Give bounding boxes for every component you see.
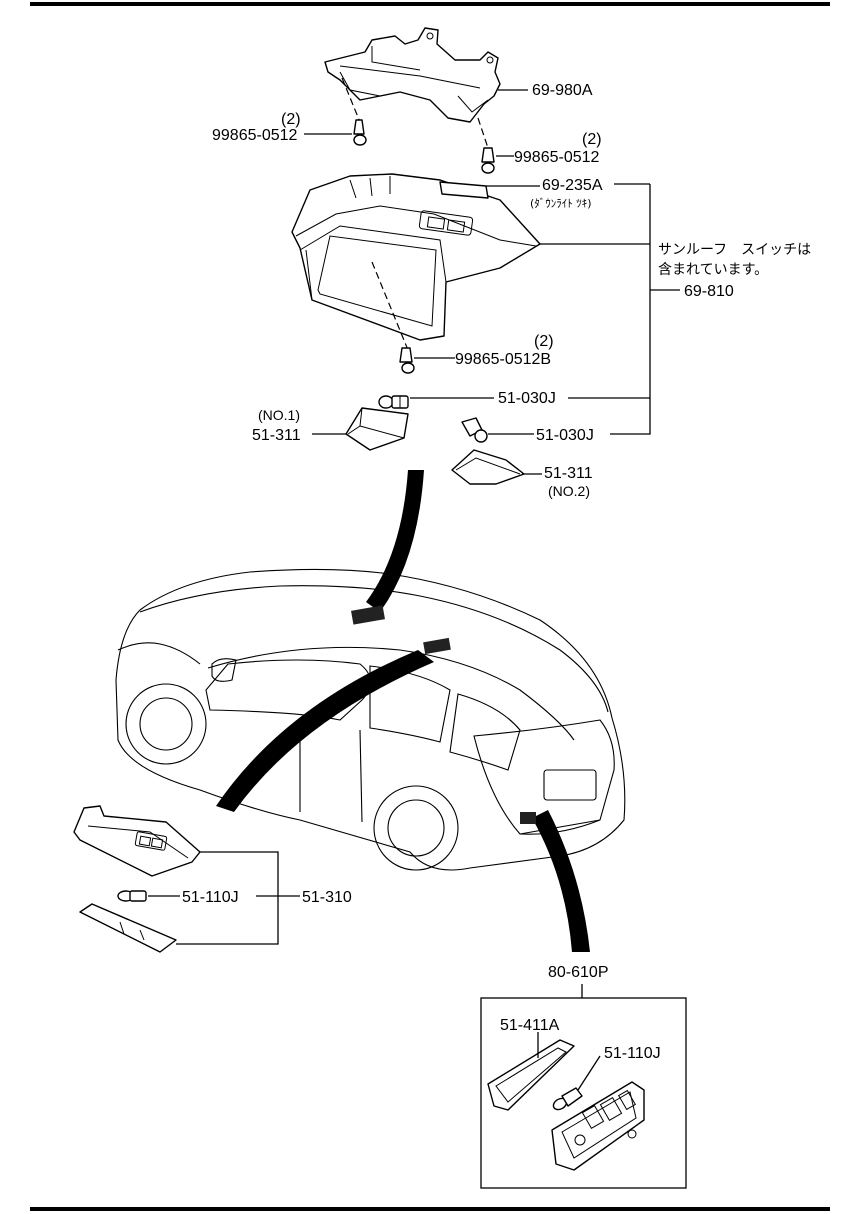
label-screw-lower-qty: (2): [534, 333, 554, 350]
label-screw-upper-right-qty: (2): [582, 131, 602, 148]
roof-room-lamp-location: [423, 637, 451, 655]
label-screw-upper-right: 99865-0512: [514, 149, 600, 166]
label-sunroof-note-2: 含まれています。: [658, 262, 768, 278]
lamp-no2: [451, 449, 525, 485]
luggage-lens: [487, 1039, 575, 1111]
room-lamp-housing: [73, 805, 201, 877]
bracket-screw-dash-right: [477, 117, 489, 149]
label-downlight-note: (ﾀﾞｳﾝﾗｲﾄ ﾂｷ): [530, 197, 592, 210]
label-room-bulb: 51-110J: [182, 889, 239, 906]
label-lamp-no1-tag: (NO.1): [258, 407, 300, 423]
label-bracket: 69-980A: [532, 82, 593, 99]
label-screw-upper-left: 99865-0512: [212, 127, 298, 144]
label-console-assy: 69-810: [684, 283, 734, 300]
sweep-room-lamp: [216, 650, 434, 812]
assembly-bracket-console: [610, 184, 651, 435]
luggage-bulb: [552, 1087, 583, 1111]
label-lamp-no2: 51-311: [544, 465, 593, 482]
label-lens: 51-411A: [500, 1017, 560, 1034]
overhead-console: [291, 173, 541, 341]
lamp-no1: [345, 407, 409, 451]
roof-console-location: [351, 605, 385, 625]
bracket-screw-dash-left: [341, 77, 361, 123]
label-screw-upper-left-qty: (2): [281, 111, 301, 128]
label-bulb-upper: 51-030J: [498, 390, 556, 407]
sweep-console-to-roof: [366, 470, 424, 612]
label-luggage-bulb: 51-110J: [604, 1045, 661, 1062]
room-lamp-bulb: [117, 890, 147, 902]
label-sunroof-note-1: サンルーフ スイッチは: [658, 242, 811, 258]
label-luggage-assy: 80-610P: [548, 964, 609, 981]
screw-upper-left: [353, 119, 367, 146]
screw-lower: [399, 347, 415, 374]
luggage-lamp-box: [480, 997, 687, 1189]
bracket-part: [324, 27, 501, 123]
label-lamp-no2-tag: (NO.2): [548, 483, 590, 499]
label-bulb-lower: 51-030J: [536, 427, 594, 444]
bulb-lower: [461, 417, 488, 443]
tailgate-lamp-location: [520, 812, 536, 824]
label-room-lamp-assy: 51-310: [302, 889, 352, 906]
label-downlight: 69-235A: [542, 177, 603, 194]
screw-upper-right: [481, 147, 495, 174]
room-lamp-lens: [79, 903, 177, 953]
console-screw-dash: [371, 261, 409, 351]
label-lamp-no1: 51-311: [252, 427, 301, 444]
leader-luggage-bulb: [577, 1055, 601, 1091]
vehicle-outline: [115, 568, 626, 871]
sweep-luggage-lamp: [532, 810, 590, 952]
bulb-upper: [378, 395, 409, 409]
label-screw-lower: 99865-0512B: [455, 351, 551, 368]
assembly-bracket-room-lamp: [176, 851, 279, 945]
downlight-lens: [439, 181, 489, 199]
luggage-lamp-housing: [551, 1081, 645, 1171]
